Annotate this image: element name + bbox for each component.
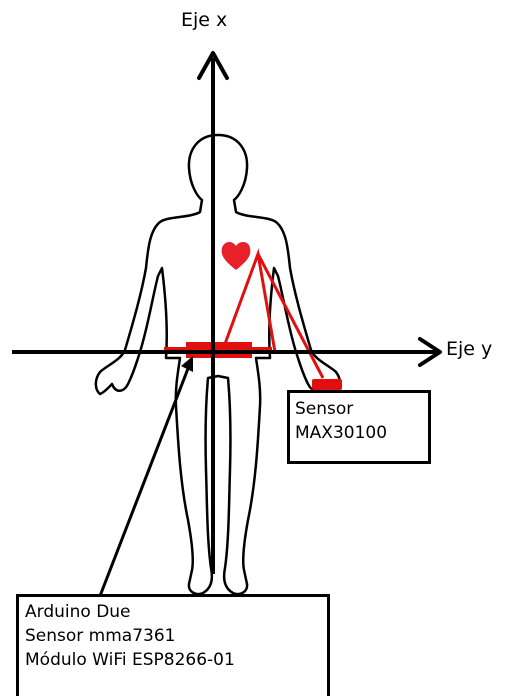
device-label-line-2: Sensor mma7361: [25, 624, 327, 648]
device-label-box: Arduino Due Sensor mma7361 Módulo WiFi E…: [16, 594, 330, 696]
device-pointer-line: [100, 366, 189, 596]
device-label-line-3: Módulo WiFi ESP8266-01: [25, 648, 327, 672]
sensor-label-line-1: Sensor: [295, 397, 428, 421]
wrist-sensor: [312, 379, 342, 390]
sensor-label-box: Sensor MAX30100: [287, 390, 431, 464]
device-label-line-1: Arduino Due: [25, 600, 327, 624]
sensor-label-line-2: MAX30100: [295, 421, 428, 445]
x-axis-label: Eje x: [181, 11, 227, 30]
human-body-outline: [96, 135, 340, 594]
y-axis-label: Eje y: [446, 340, 492, 359]
heart-icon: [222, 242, 251, 270]
